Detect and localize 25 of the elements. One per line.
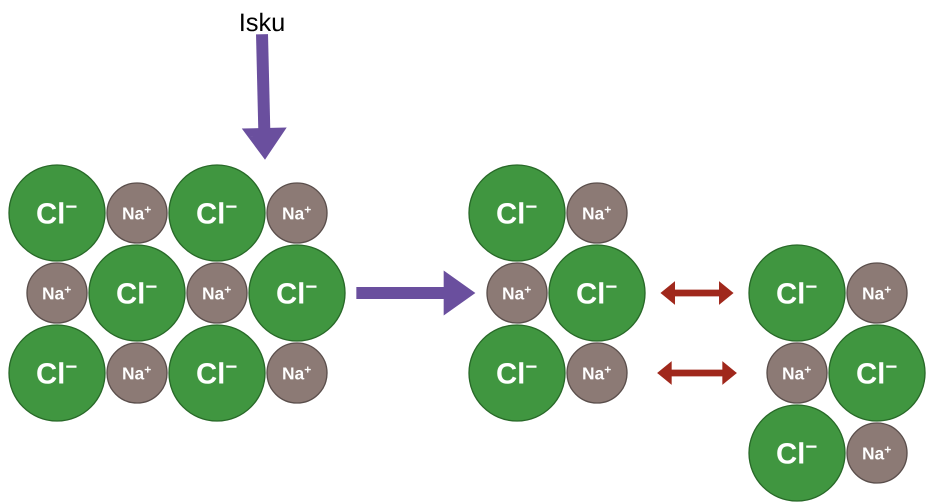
- sodium-ion-sphere: Na$^{+}$: [26, 262, 88, 324]
- chloride-ion-sphere: Cl$^{−}$: [468, 164, 566, 262]
- chloride-ion-sphere: Cl$^{−}$: [828, 324, 926, 422]
- sodium-ion-sphere: Na$^{+}$: [486, 262, 548, 324]
- sodium-ion-sphere: Na$^{+}$: [186, 262, 248, 324]
- chloride-ion-sphere: Cl$^{−}$: [8, 324, 106, 422]
- chloride-ion-sphere: Cl$^{−}$: [548, 244, 646, 342]
- chloride-ion-sphere: Cl$^{−}$: [168, 324, 266, 422]
- sodium-ion-sphere: Na$^{+}$: [566, 182, 628, 244]
- sodium-ion-sphere: Na$^{+}$: [266, 342, 328, 404]
- sodium-ion-sphere: Na$^{+}$: [566, 342, 628, 404]
- chloride-ion-sphere: Cl$^{−}$: [248, 244, 346, 342]
- sodium-ion-sphere: Na$^{+}$: [846, 262, 908, 324]
- chloride-ion-sphere: Cl$^{−}$: [468, 324, 566, 422]
- sodium-ion-sphere: Na$^{+}$: [106, 342, 168, 404]
- sodium-ion-sphere: Na$^{+}$: [766, 342, 828, 404]
- force-label: Isku: [241, 12, 284, 32]
- chloride-ion-sphere: Cl$^{−}$: [88, 244, 186, 342]
- chloride-ion-sphere: Cl$^{−}$: [748, 404, 846, 502]
- chloride-ion-sphere: Cl$^{−}$: [8, 164, 106, 262]
- sodium-ion-sphere: Na$^{+}$: [266, 182, 328, 244]
- sodium-ion-sphere: Na$^{+}$: [846, 422, 908, 484]
- chloride-ion-sphere: Cl$^{−}$: [168, 164, 266, 262]
- chloride-ion-sphere: Cl$^{−}$: [748, 244, 846, 342]
- sodium-ion-sphere: Na$^{+}$: [106, 182, 168, 244]
